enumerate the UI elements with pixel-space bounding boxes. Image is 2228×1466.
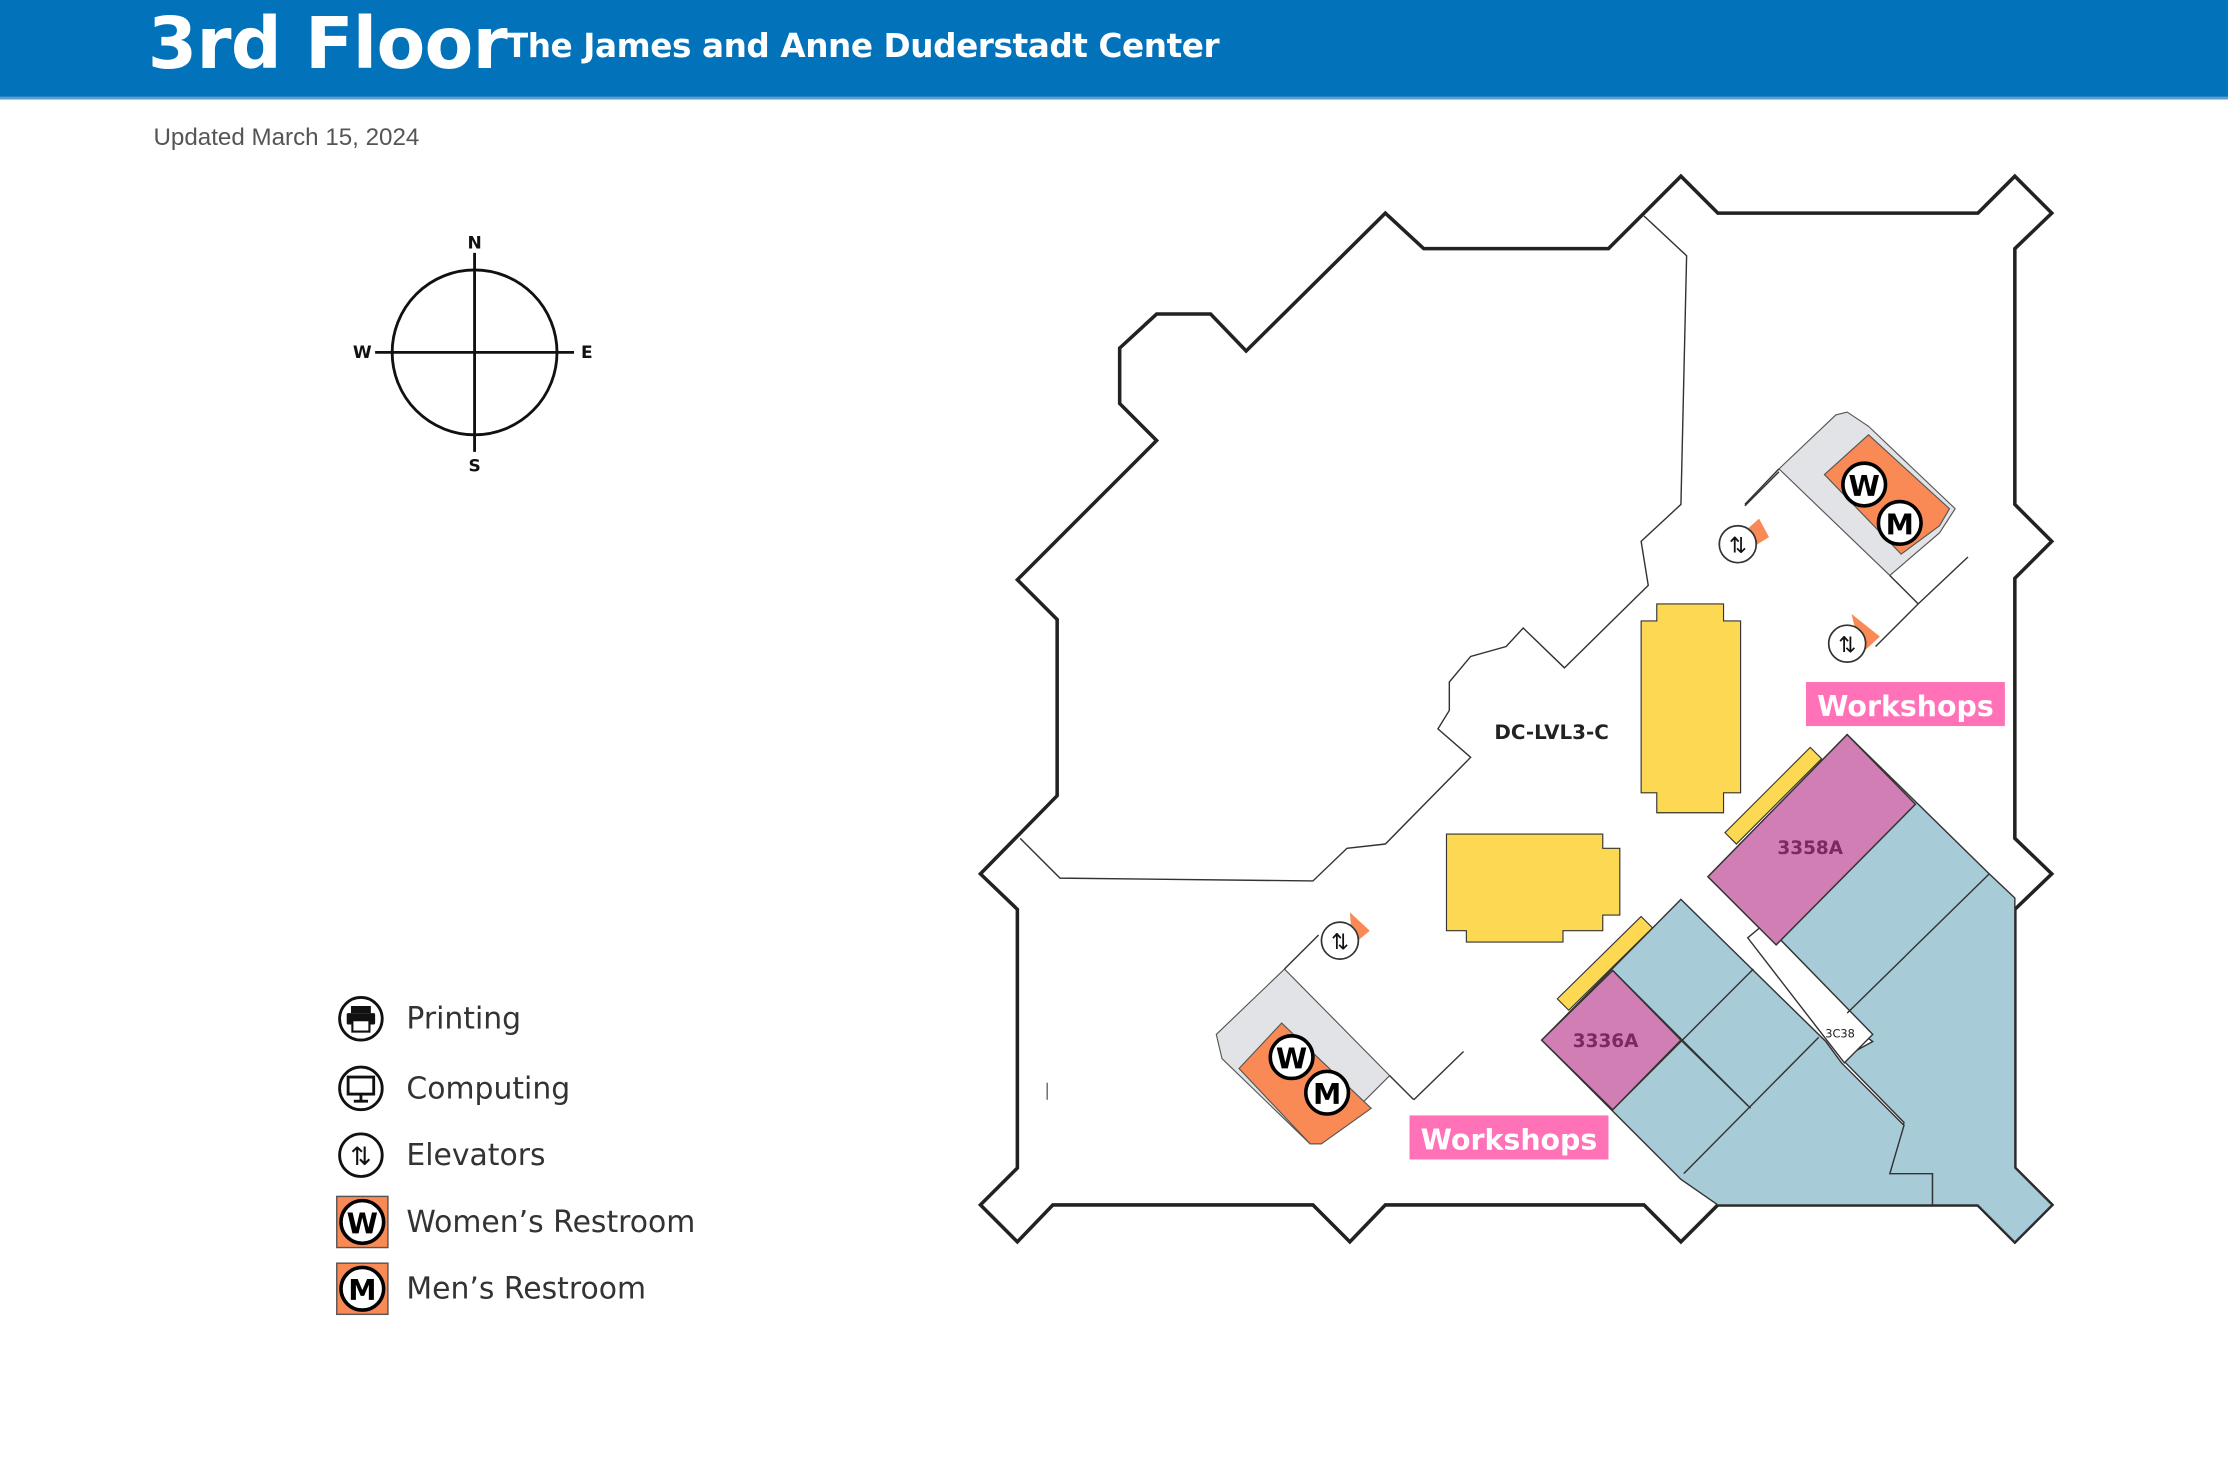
room-dividers — [1612, 803, 1990, 1175]
workshops-badge-sw — [1409, 1115, 1609, 1160]
svg-text:M: M — [348, 1274, 376, 1307]
legend: Printing Computing ⇅ Elevators W Women’s… — [336, 996, 695, 1316]
workshops-badge-ne — [1805, 682, 2005, 727]
svg-text:W: W — [347, 1207, 378, 1240]
womens-restroom-marker: W — [1276, 1043, 1307, 1076]
interior-wall — [1019, 215, 1688, 882]
header-bar: 3rd Floor The James and Anne Duderstadt … — [0, 0, 2228, 100]
compass — [375, 252, 575, 452]
page-title: 3rd Floor — [147, 2, 508, 86]
yellow-strip-1 — [1724, 746, 1823, 845]
mens-restroom-marker: M — [1313, 1078, 1341, 1111]
yellow-block-2 — [1445, 833, 1621, 943]
legend-label-mens-restroom: Men’s Restroom — [406, 1272, 646, 1307]
svg-text:⇅: ⇅ — [350, 1143, 371, 1171]
yellow-block-1 — [1640, 603, 1742, 814]
building-name: The James and Anne Duderstadt Center — [505, 28, 1220, 66]
legend-label-elevators: Elevators — [406, 1138, 545, 1173]
svg-text:⇅: ⇅ — [1729, 534, 1747, 558]
room-3358a — [1706, 733, 1917, 946]
room-label-3336a: 3336A — [1573, 1031, 1639, 1052]
elevator-icon: ⇅ — [1827, 624, 1867, 663]
room-label-3358a: 3358A — [1777, 838, 1843, 859]
yellow-strip-2 — [1556, 915, 1654, 1012]
room-block-south — [1540, 898, 1934, 1206]
area-label: DC-LVL3-C — [1494, 721, 1608, 744]
workshops-label: Workshops — [1421, 1124, 1598, 1157]
svg-text:⇅: ⇅ — [1331, 930, 1349, 954]
compass-west: W — [353, 343, 372, 363]
mens-restroom-marker: M — [1886, 508, 1914, 541]
monitor-icon — [338, 1065, 384, 1112]
legend-label-printing: Printing — [406, 1002, 521, 1037]
svg-text:⇅: ⇅ — [1838, 633, 1856, 657]
elevator-icon: ⇅ — [1718, 524, 1758, 564]
compass-south: S — [468, 457, 480, 477]
compass-east: E — [581, 343, 593, 363]
legend-label-womens-restroom: Women’s Restroom — [406, 1205, 695, 1240]
workshops-label: Workshops — [1817, 690, 1994, 723]
elevator-icon: ⇅ — [338, 1132, 384, 1178]
updated-date: Updated March 15, 2024 — [153, 123, 420, 151]
legend-label-computing: Computing — [406, 1071, 570, 1106]
room-3336a — [1540, 969, 1682, 1111]
womens-restroom-marker: W — [1849, 470, 1880, 503]
printer-icon — [338, 996, 384, 1042]
mens-restroom-icon: M — [336, 1262, 389, 1316]
compass-north: N — [467, 234, 481, 254]
room-label-3c38: 3C38 — [1825, 1026, 1855, 1040]
elevator-icon: ⇅ — [1320, 921, 1360, 960]
womens-restroom-icon: W — [336, 1195, 389, 1249]
